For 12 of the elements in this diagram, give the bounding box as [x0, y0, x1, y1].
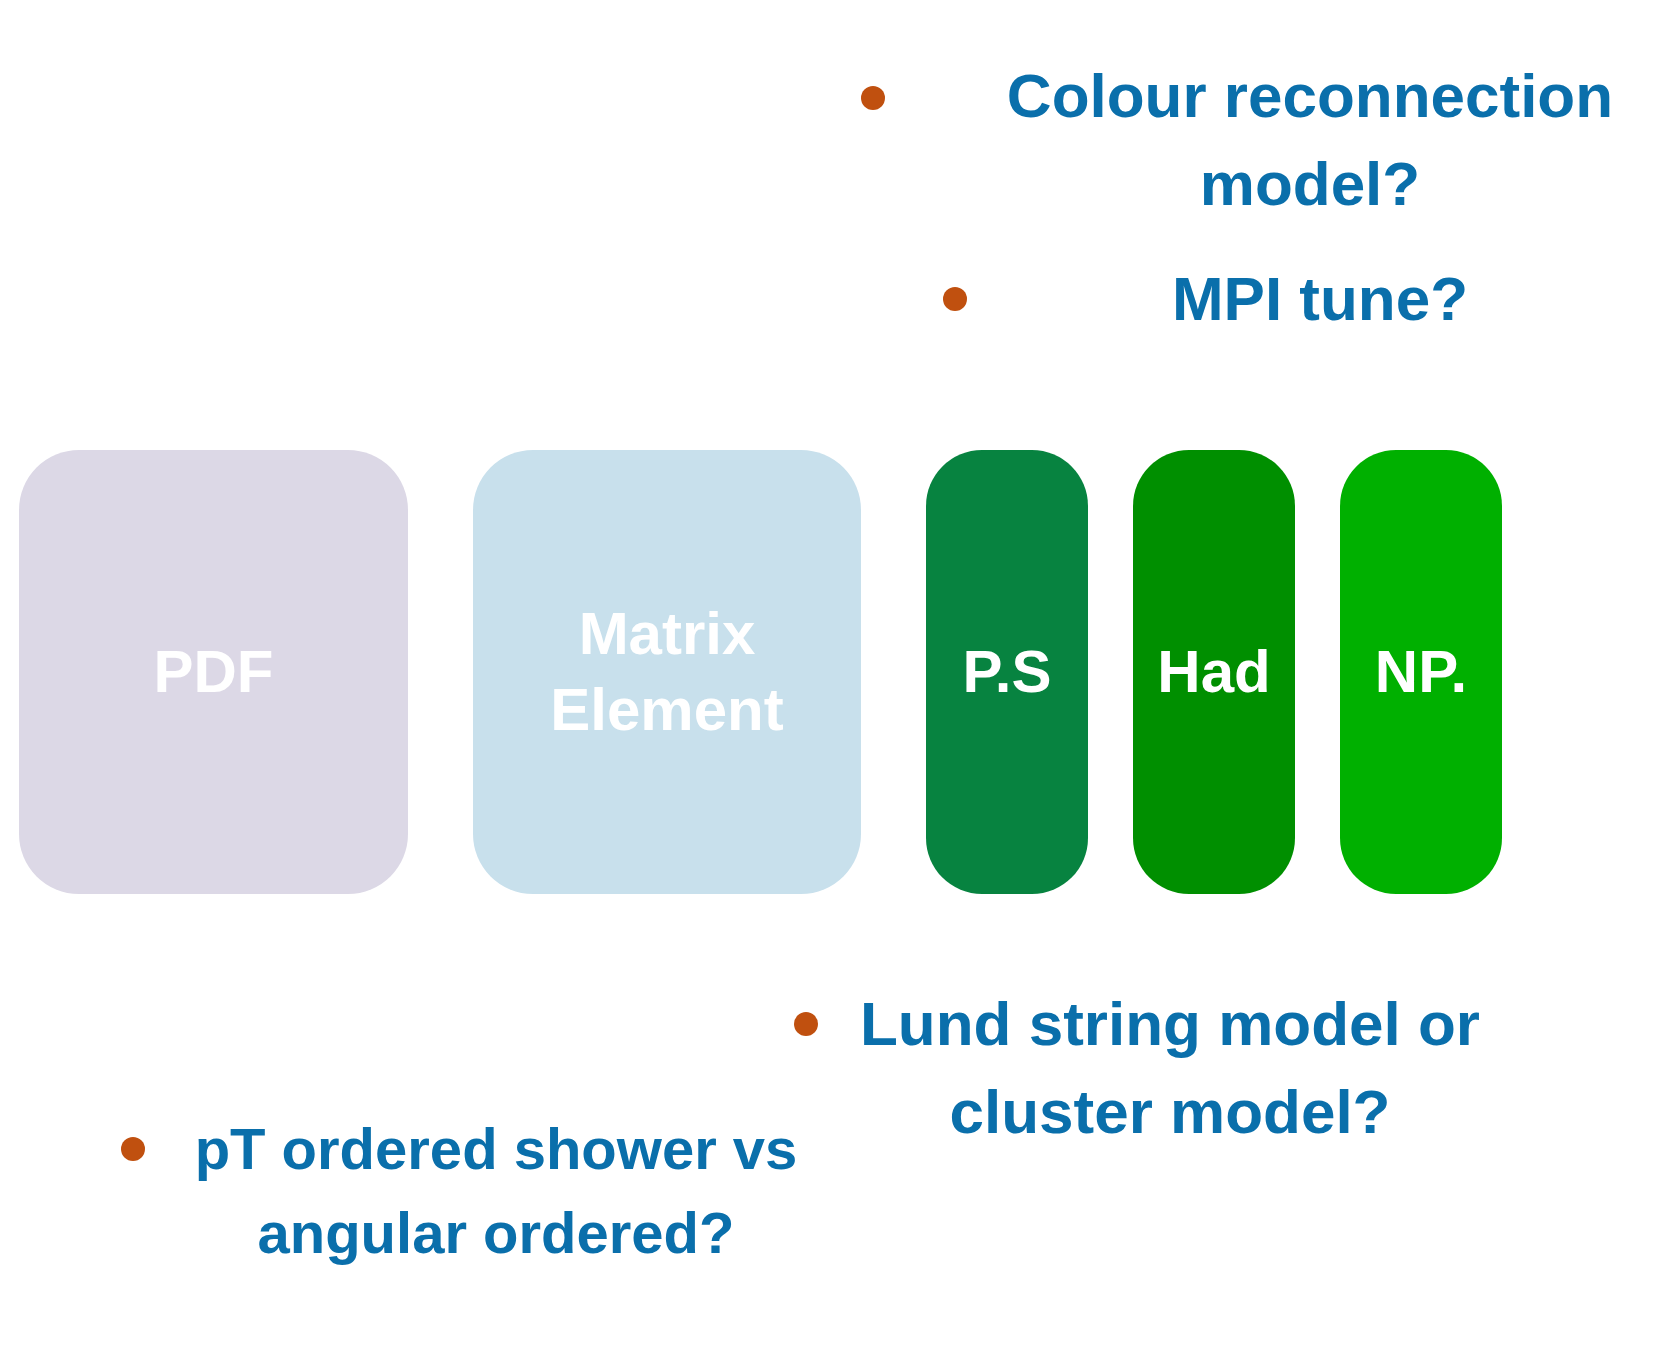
box-label: Had	[1157, 637, 1271, 707]
rounded-box	[926, 450, 1088, 894]
rounded-box	[1133, 450, 1295, 894]
bullet-text: Colour reconnection model?	[1005, 60, 1615, 220]
rounded-box	[473, 450, 861, 894]
bullet-text: pT ordered shower vs angular ordered?	[193, 1115, 799, 1267]
rounded-box	[19, 450, 408, 894]
rounded-box	[1340, 450, 1502, 894]
box-label: P.S	[962, 637, 1052, 707]
bullet-text: Lund string model or cluster model?	[860, 988, 1480, 1148]
bullet-text: MPI tune?	[1170, 263, 1470, 335]
box-label: NP.	[1374, 637, 1468, 707]
